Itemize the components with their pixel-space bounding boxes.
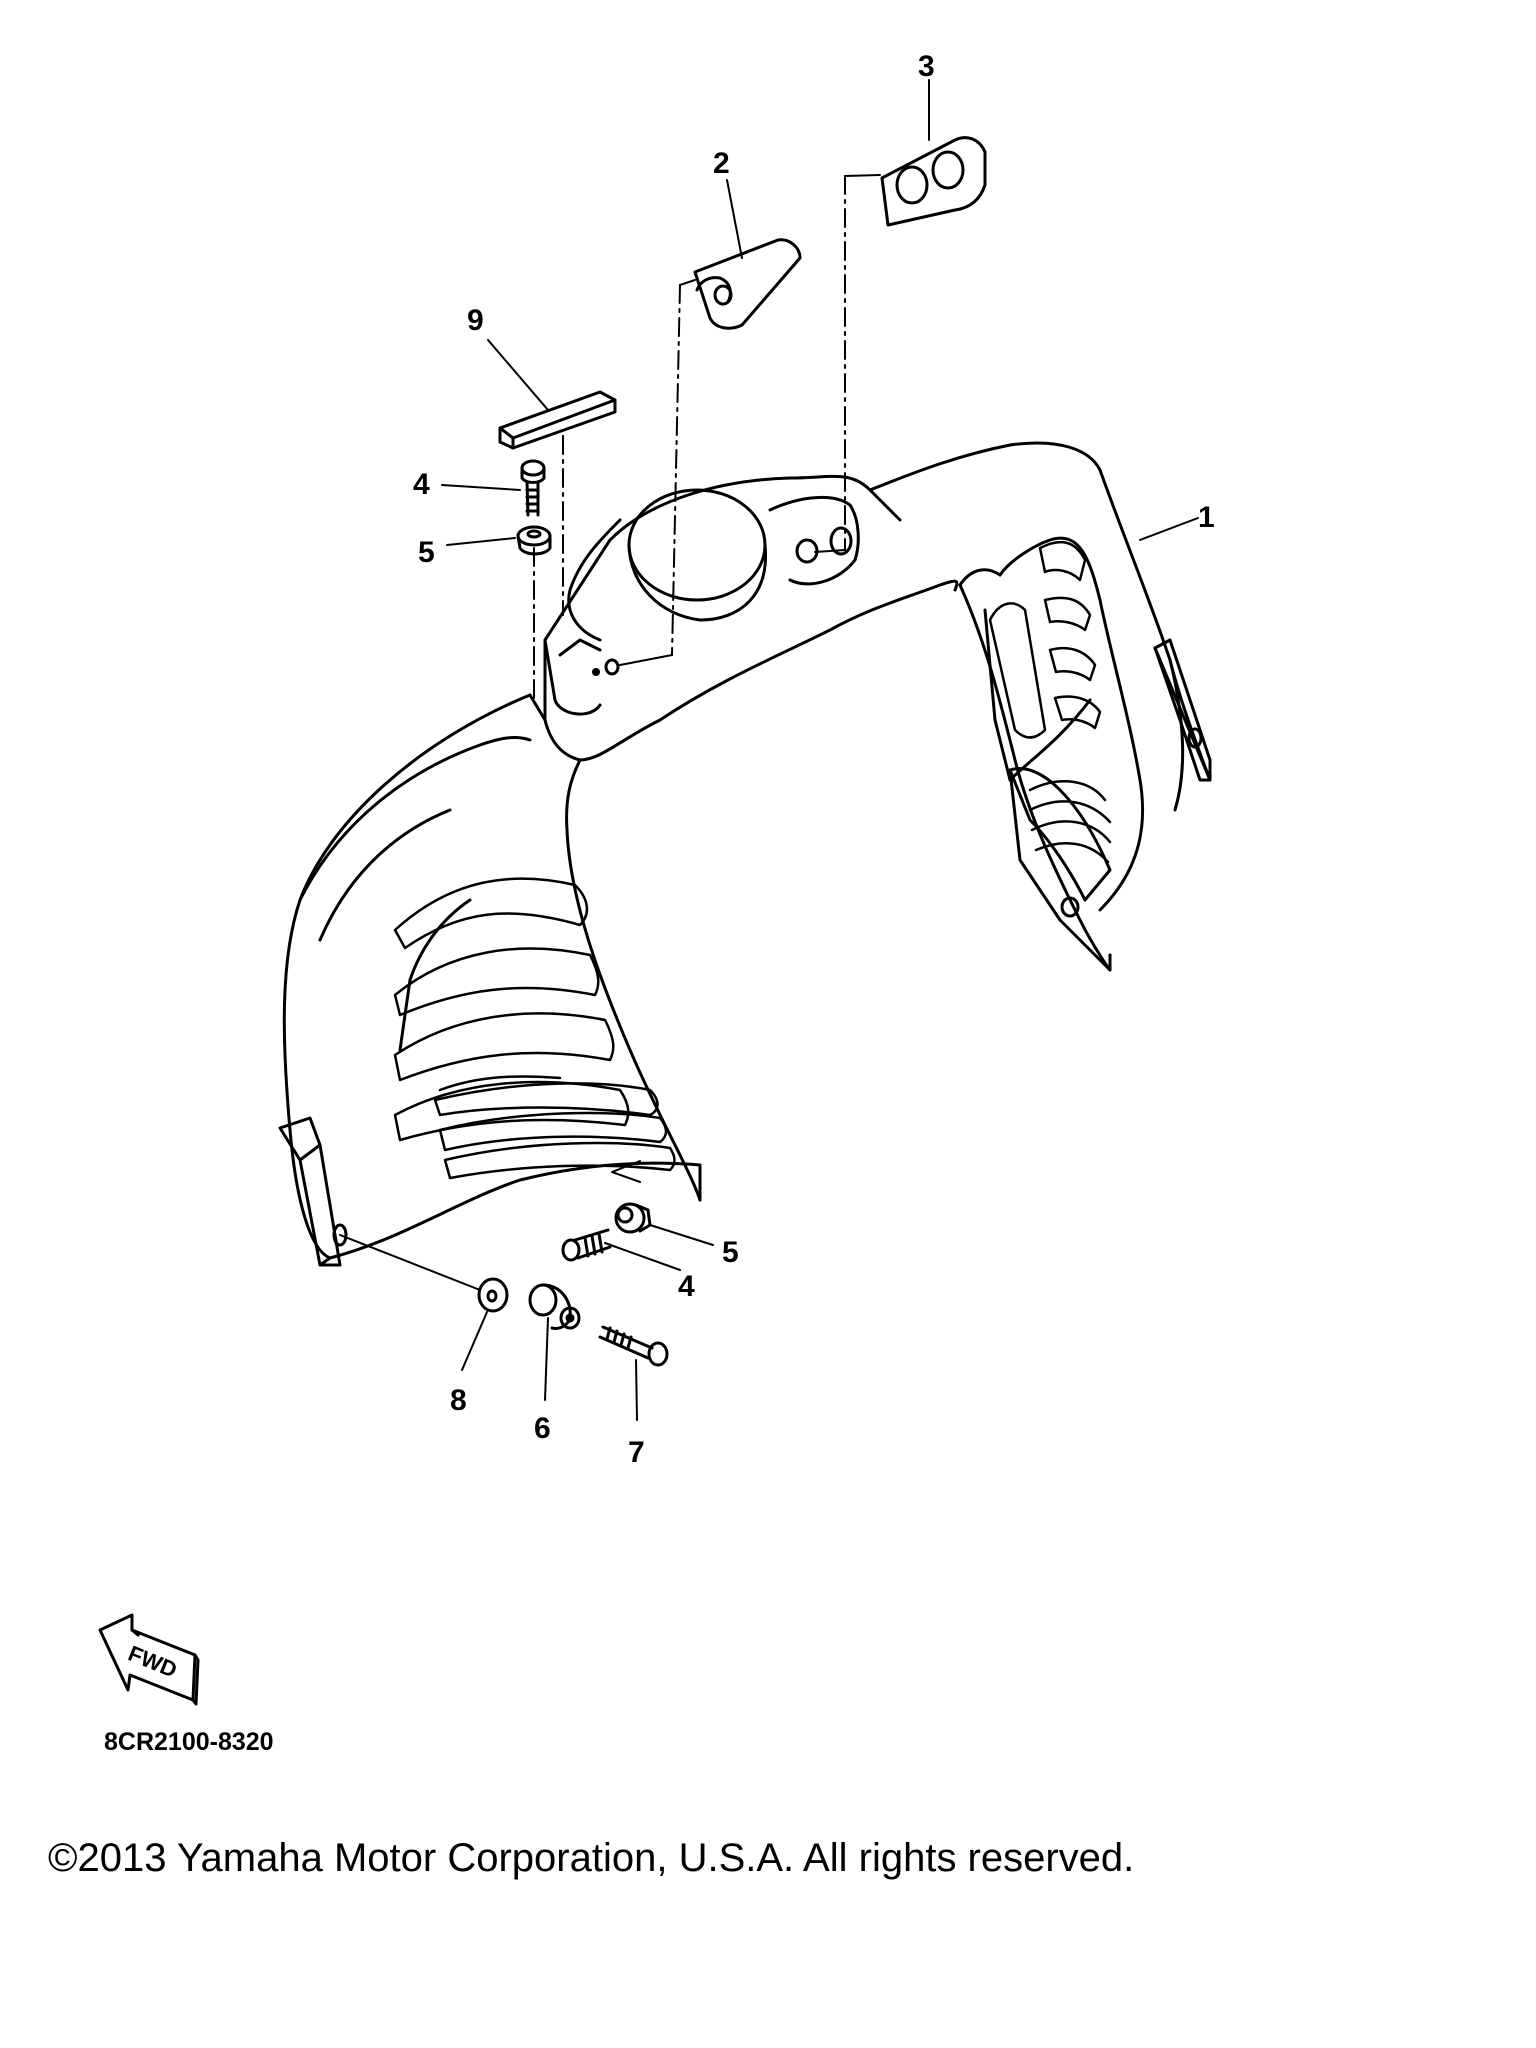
- part-8-washer: [477, 1277, 509, 1313]
- reference-code: 8CR2100-8320: [104, 1728, 274, 1756]
- part-1-cowling: [278, 441, 1212, 1267]
- callout-7: 7: [628, 1436, 645, 1469]
- callout-5-top: 5: [418, 536, 435, 569]
- copyright-notice: ©2013 Yamaha Motor Corporation, U.S.A. A…: [48, 1836, 1135, 1880]
- right-louvers: [988, 540, 1112, 864]
- callout-5-bottom: 5: [722, 1236, 739, 1269]
- part-4-bolt-top: [520, 459, 546, 517]
- callout-4-bottom: 4: [678, 1270, 695, 1303]
- callout-4-top: 4: [413, 468, 430, 501]
- callout-1: 1: [1198, 501, 1215, 534]
- part-5-grommet-bottom: [614, 1202, 652, 1234]
- fwd-arrow-icon: [98, 1613, 200, 1706]
- callout-3: 3: [918, 50, 935, 83]
- part-6-damper: [528, 1283, 581, 1330]
- left-louvers: [393, 877, 676, 1180]
- meter-housing: [543, 488, 860, 716]
- callout-2: 2: [713, 147, 730, 180]
- callout-8: 8: [450, 1384, 467, 1417]
- assembly-lines: [533, 175, 846, 701]
- part-2-bracket: [693, 238, 802, 330]
- callout-9: 9: [467, 304, 484, 337]
- part-9-strip: [498, 390, 617, 450]
- callout-6: 6: [534, 1412, 551, 1445]
- part-4-bolt-bottom: [561, 1228, 612, 1262]
- part-7-bolt: [598, 1325, 669, 1367]
- leader-lines: [339, 79, 1199, 1421]
- part-3-plate: [880, 136, 987, 227]
